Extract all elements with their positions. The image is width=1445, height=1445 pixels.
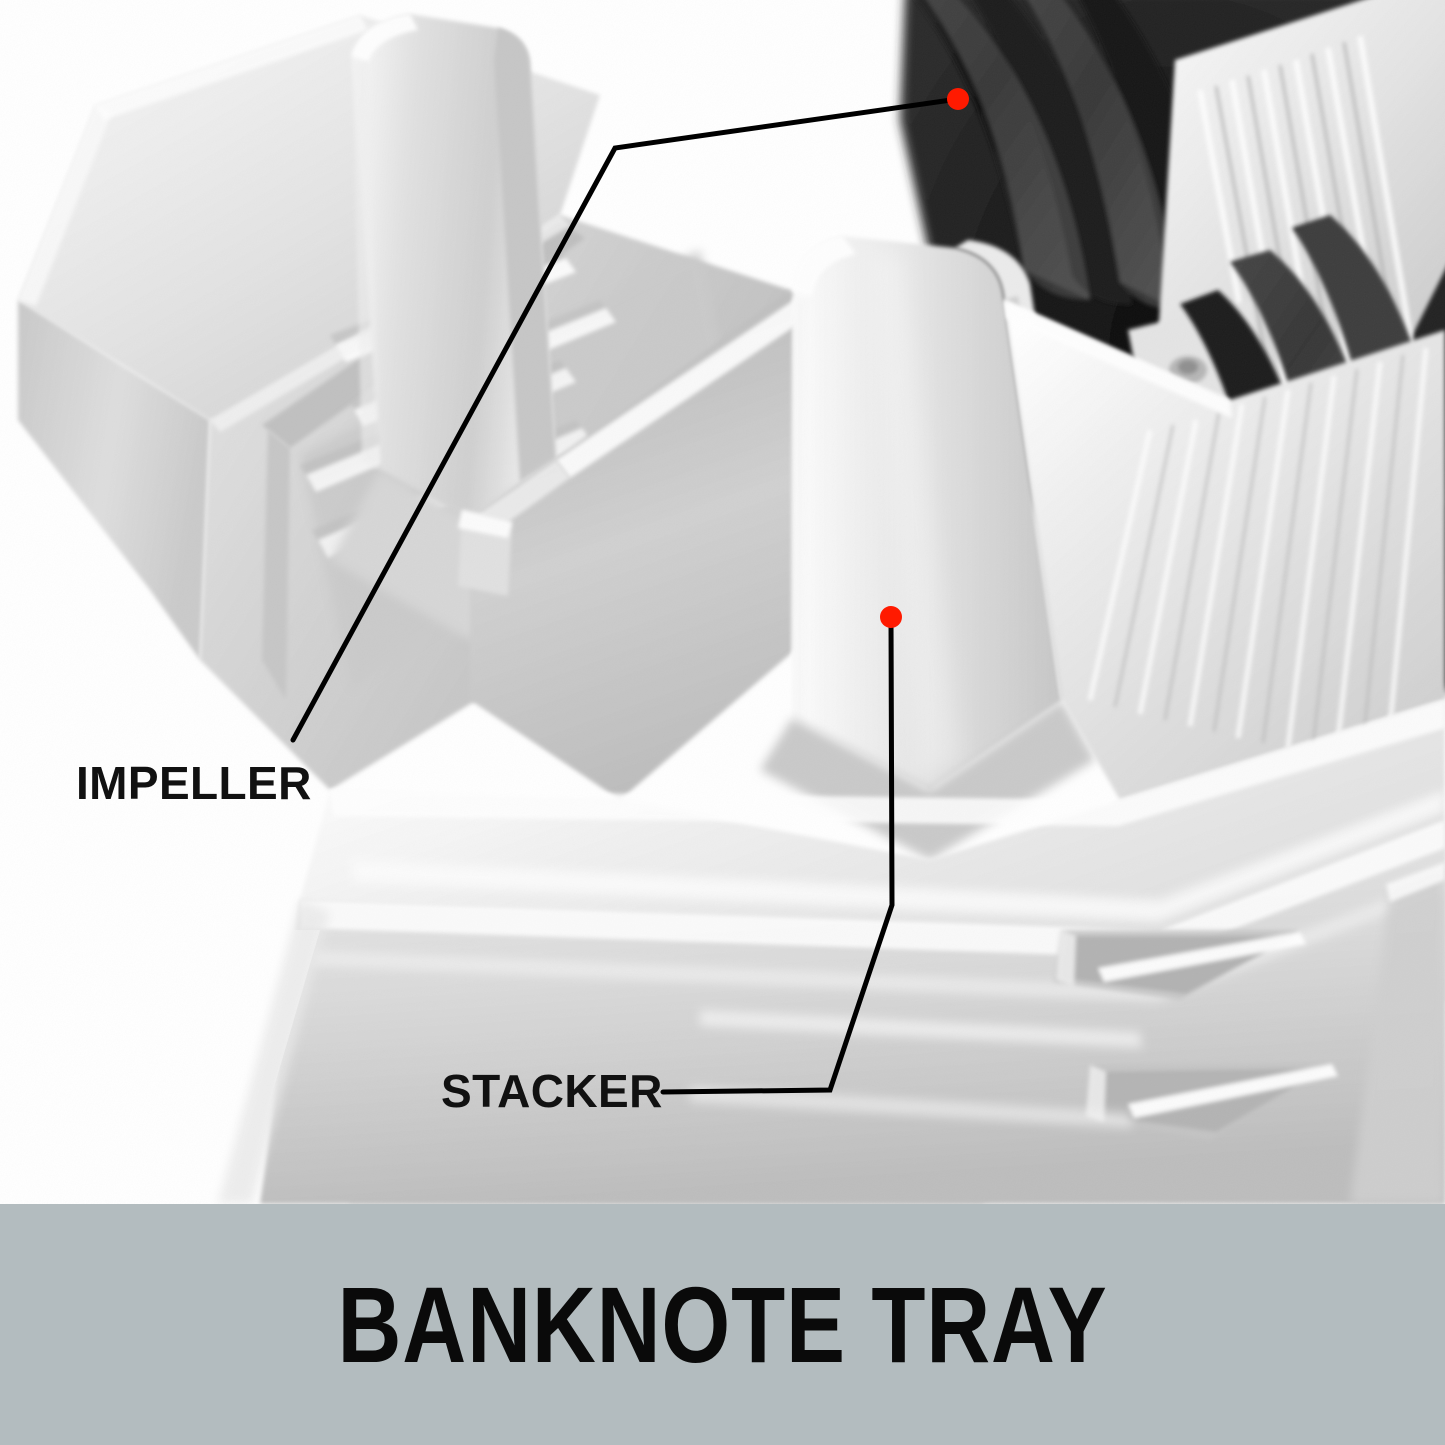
metal-grain-overlay (0, 0, 1445, 1204)
caption-title: BANKNOTE TRAY (337, 1263, 1108, 1385)
caption-banner: BANKNOTE TRAY (0, 1204, 1445, 1445)
product-photo: IMPELLER STACKER (0, 0, 1445, 1204)
callout-label-impeller: IMPELLER (76, 757, 312, 809)
product-illustration (0, 0, 1445, 1204)
callout-label-stacker: STACKER (441, 1065, 663, 1117)
